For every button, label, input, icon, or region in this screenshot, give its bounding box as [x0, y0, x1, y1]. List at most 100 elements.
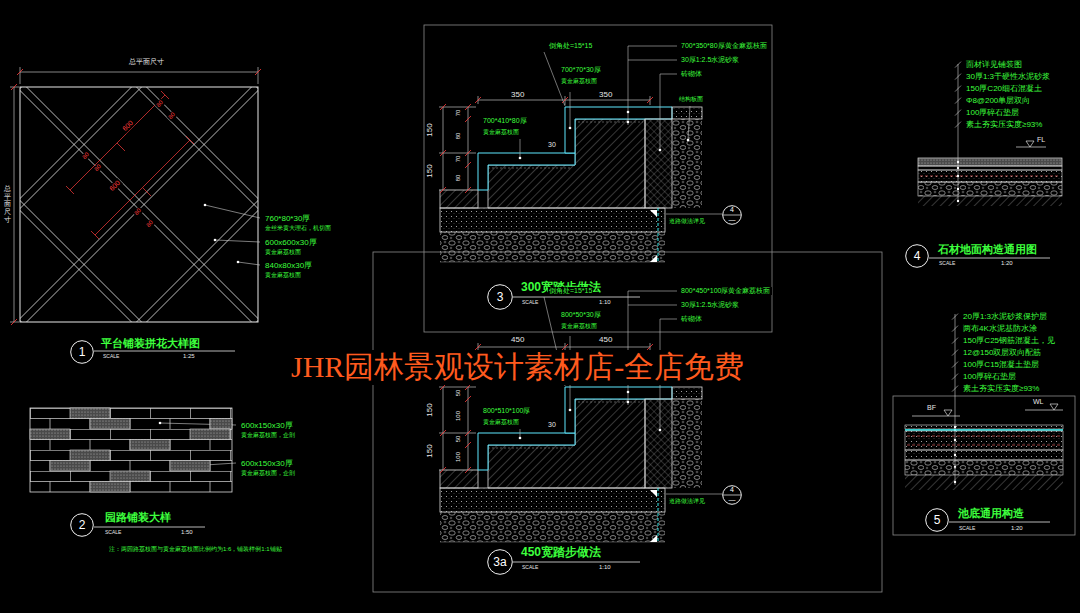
- circle-outline: [906, 245, 929, 268]
- callout-circle: 4—: [722, 205, 742, 225]
- dimension-text: 150: [425, 122, 434, 137]
- floor-section: [918, 182, 1062, 196]
- scale-value: 1:20: [1010, 525, 1024, 532]
- material-callout: 30厚1:3干硬性水泥砂浆: [965, 72, 1051, 81]
- paving-pattern: [20, 87, 258, 322]
- paving-pattern: [20, 189, 258, 323]
- paving-bond: [170, 461, 210, 472]
- material-callout: 倒角处=15*15: [548, 287, 593, 295]
- paving-pattern: [20, 87, 258, 221]
- paving-pattern: [20, 87, 258, 109]
- dimension-text: 50: [455, 389, 462, 398]
- paving-pattern: [20, 87, 258, 322]
- pool-section: [905, 431, 1063, 450]
- detail-frame: [893, 396, 1075, 535]
- material-callout: 30厚1:2.5水泥砂浆: [680, 301, 740, 309]
- dimension-text: 80: [455, 174, 462, 183]
- callout-number: 3: [497, 291, 504, 303]
- material-callout: Φ8@200单层双向: [965, 96, 1031, 105]
- dimension-tick: [475, 97, 653, 103]
- paving-bond: [210, 419, 232, 430]
- material-callout: 12@150双层双向配筋: [962, 348, 1042, 357]
- floor-section: [918, 158, 1062, 166]
- paving-bond: [190, 429, 230, 440]
- paving-pattern: [20, 87, 258, 219]
- paving-pattern: [20, 301, 258, 323]
- step-section: [440, 387, 702, 542]
- dimension-text: 80: [132, 206, 143, 217]
- paving-pattern: [20, 87, 258, 229]
- material-note: 黄金麻荔枝面: [482, 419, 520, 426]
- detail-title: 石材地面构造通用图: [937, 243, 1038, 256]
- detail-title: 450宽踏步做法: [520, 546, 602, 560]
- pool-section: [905, 429, 1063, 430]
- floor-section: [918, 141, 1062, 206]
- paving-bond: [30, 408, 232, 492]
- paving-pattern: [20, 87, 258, 322]
- dimension-text: 80: [144, 218, 155, 229]
- scale-value: 1:20: [1000, 260, 1014, 267]
- callout-circle: 2: [70, 513, 94, 537]
- dimension-line: [66, 91, 194, 239]
- paving-pattern: [20, 87, 258, 322]
- callout-circle: 4—: [722, 485, 742, 505]
- leader-dot: [957, 188, 959, 190]
- dimension-text: 30: [547, 421, 557, 429]
- callout-circle: 5: [925, 508, 949, 532]
- dimension-text: 70: [455, 109, 462, 118]
- paving-pattern: [20, 87, 258, 322]
- scale-label: SCALE: [521, 565, 539, 571]
- dimension-text: 总平面尺寸: [128, 58, 165, 66]
- level-mark: WL: [1032, 398, 1045, 406]
- circle-divider: [723, 495, 741, 496]
- dimension-tick: [11, 69, 261, 325]
- title-underline: [94, 351, 235, 352]
- leader-dot: [659, 149, 662, 152]
- leader-dot: [627, 111, 630, 114]
- material-note: 金丝米黄大理石，机切面: [264, 225, 332, 232]
- dimension-text: 80: [154, 98, 165, 109]
- leader-dot: [627, 401, 630, 404]
- dimension-text: 100: [455, 410, 462, 422]
- dimension-text: 600: [120, 118, 135, 133]
- dimension-text: 350: [510, 90, 525, 99]
- leader-dot: [519, 111, 690, 440]
- dimension-tick: [440, 104, 446, 193]
- leader-dot: [687, 139, 690, 142]
- title-underline: [513, 297, 640, 298]
- circle-outline: [723, 486, 742, 505]
- callout-number: 5: [934, 514, 941, 526]
- dimension-tick: [465, 104, 471, 193]
- level-mark: BF: [926, 404, 937, 412]
- leader-dot: [569, 409, 572, 412]
- leader-line: [205, 205, 260, 265]
- dimension-line: [439, 387, 476, 470]
- level-mark: FL: [1036, 136, 1046, 144]
- callout-number: —: [729, 496, 736, 504]
- detail-frame: [373, 252, 882, 592]
- paving-bond: [70, 408, 110, 419]
- scale-label: SCALE: [104, 530, 122, 536]
- pool-section: [905, 460, 1063, 475]
- leader-dot: [957, 200, 959, 202]
- leader-dot: [627, 121, 630, 124]
- paving-pattern: [20, 87, 258, 322]
- detail-frame: [424, 25, 772, 332]
- callout-circle: 3: [487, 284, 513, 310]
- callout-number: 4: [914, 250, 921, 262]
- material-callout: 840x80x30厚: [264, 261, 313, 270]
- paving-pattern: [0, 0, 400, 613]
- circle-outline: [71, 514, 94, 537]
- material-callout: 700*70*30厚: [560, 66, 602, 74]
- leader-dot: [569, 127, 572, 130]
- material-callout: 600x150x30厚: [240, 459, 294, 468]
- material-callout: 砖砌体: [680, 70, 703, 78]
- callout-number: 1: [79, 346, 86, 358]
- leader-dot: [627, 391, 630, 394]
- material-callout: 素土夯实压实度≥93%: [962, 384, 1040, 393]
- paving-pattern: [20, 87, 258, 322]
- material-note: 黄金麻荔枝面: [560, 78, 598, 85]
- material-callout: 600x150x30厚: [240, 421, 294, 430]
- detail-title: 园路铺装大样: [104, 511, 172, 524]
- callout-number: 3a: [493, 556, 506, 568]
